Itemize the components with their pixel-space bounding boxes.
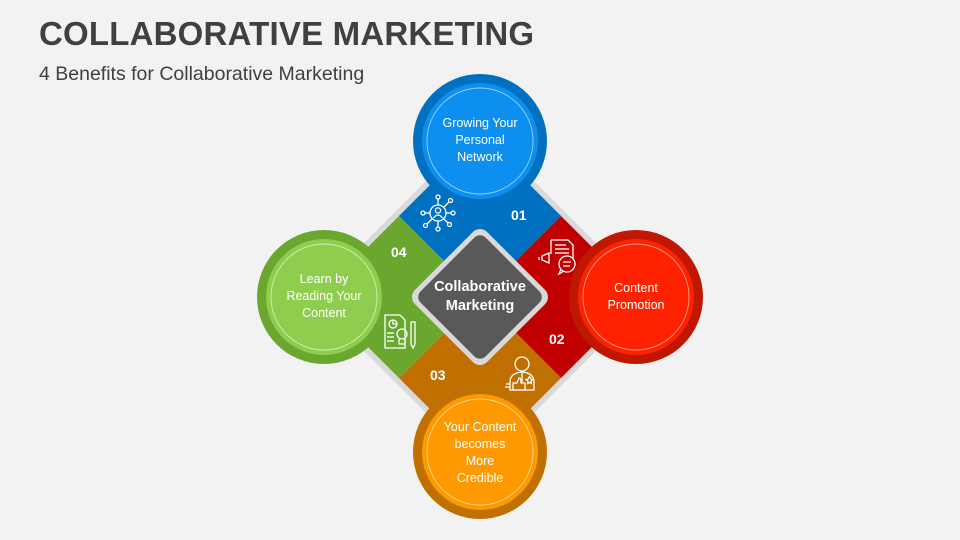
benefit-04-line: Content bbox=[302, 306, 346, 320]
circle-02 bbox=[569, 230, 703, 364]
benefit-01-line: Network bbox=[457, 150, 503, 164]
benefit-01-line: Personal bbox=[455, 133, 505, 147]
benefit-04-number: 04 bbox=[391, 244, 407, 260]
benefit-02-number: 02 bbox=[549, 331, 565, 347]
benefit-04-label: Learn by Reading Your Content bbox=[264, 271, 384, 322]
circle-01 bbox=[413, 74, 547, 208]
circle-03 bbox=[413, 385, 547, 519]
benefit-03-line: Your Content bbox=[443, 420, 517, 434]
document-megaphone-chat-icon bbox=[538, 239, 576, 276]
benefit-03-line: Credible bbox=[456, 471, 504, 485]
benefit-01-number: 01 bbox=[511, 207, 527, 223]
benefit-01-label: Growing Your Personal Network bbox=[420, 115, 540, 166]
page-title: COLLABORATIVE MARKETING bbox=[39, 15, 535, 52]
benefit-01-line: Growing Your bbox=[442, 116, 518, 130]
benefit-03-label: Your Content becomes More Credible bbox=[420, 419, 540, 487]
benefit-03-number: 03 bbox=[430, 367, 446, 383]
document-lightbulb-pencil-icon bbox=[384, 314, 416, 350]
benefit-02-line: Promotion bbox=[607, 298, 665, 312]
benefit-02-label: Content Promotion bbox=[576, 280, 696, 314]
benefit-03-line: becomes bbox=[454, 437, 506, 451]
benefit-03-line: More bbox=[465, 454, 495, 468]
benefit-02-line: Content bbox=[614, 281, 658, 295]
circle-04 bbox=[257, 230, 391, 364]
benefit-04-line: Reading Your bbox=[286, 289, 362, 303]
person-thumbs-up-icon bbox=[505, 356, 535, 391]
center-diamond bbox=[412, 229, 548, 365]
center-label-line: Collaborative bbox=[434, 279, 526, 295]
network-user-icon bbox=[420, 194, 456, 232]
benefit-04-line: Learn by bbox=[299, 272, 349, 286]
page-subtitle: 4 Benefits for Collaborative Marketing bbox=[39, 63, 365, 85]
center-label-line: Marketing bbox=[445, 298, 515, 314]
center-label: Collaborative Marketing bbox=[415, 278, 545, 316]
